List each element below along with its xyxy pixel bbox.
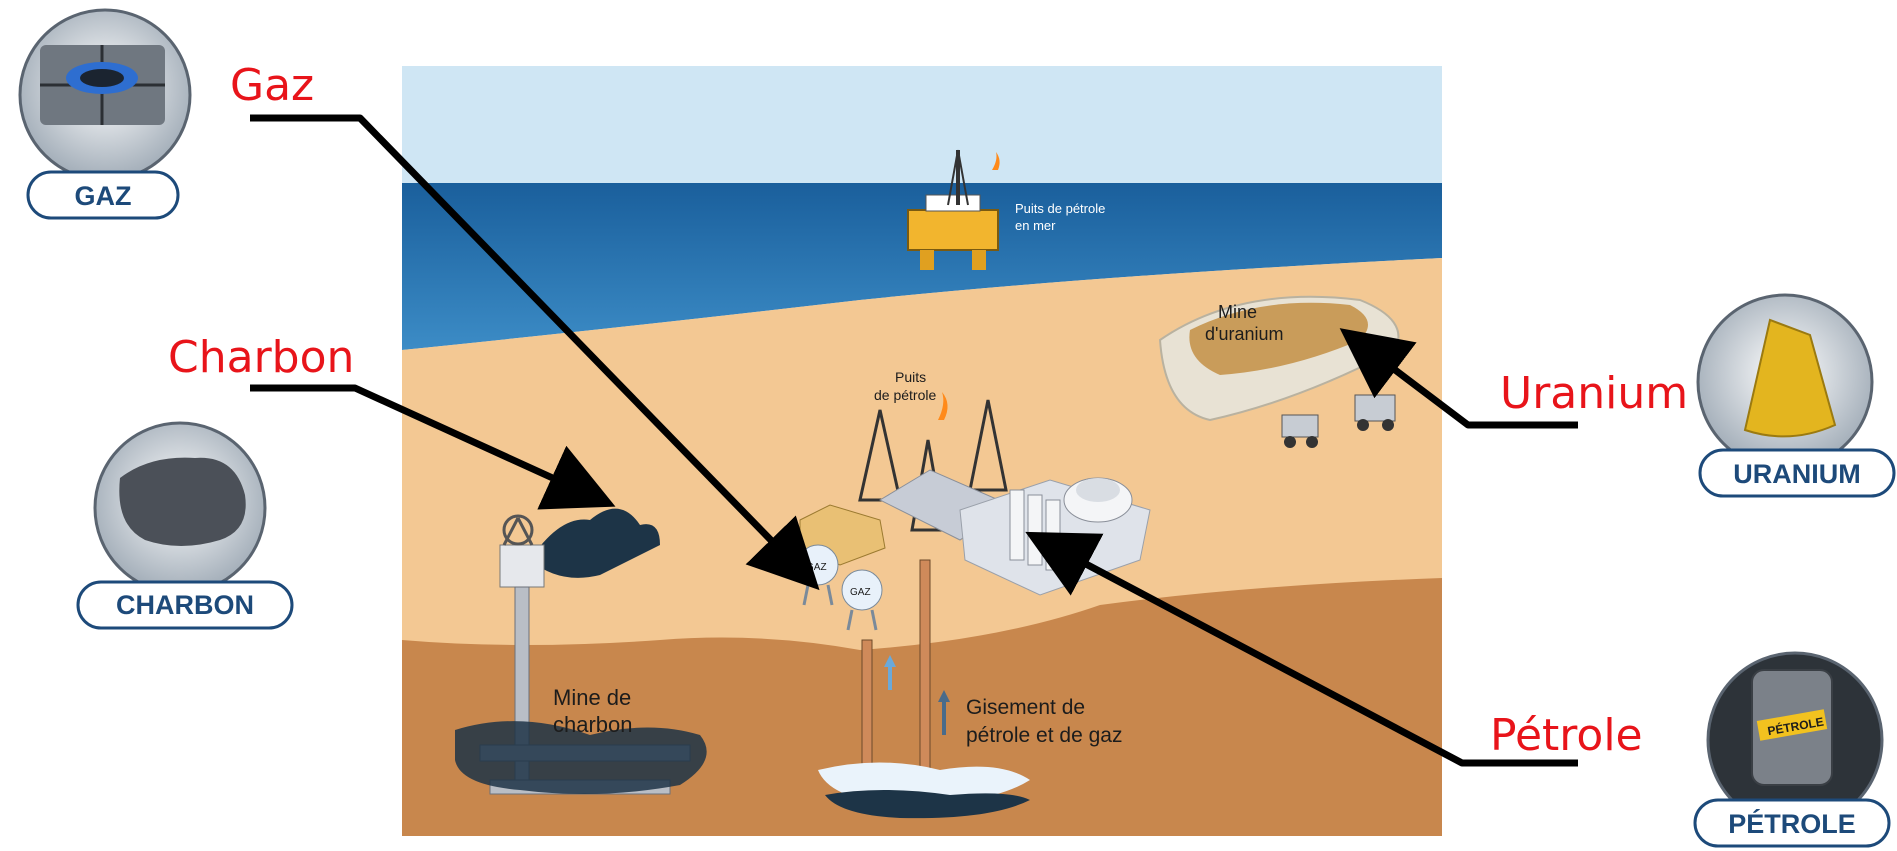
coal-pile: [499, 508, 660, 588]
charbon-badge-icon: [76, 421, 294, 630]
gaz-badge-label: GAZ: [75, 181, 132, 211]
uranium-mine-line2: d'uranium: [1205, 324, 1283, 344]
offshore-label-line2: en mer: [1015, 218, 1056, 233]
gas-tank-label-2: GAZ: [850, 587, 871, 598]
coal-mine-line1: Mine de: [553, 685, 631, 710]
deposit-line2: pétrole et de gaz: [966, 724, 1122, 747]
coal-mine: [455, 586, 707, 795]
coal-mine-line2: charbon: [553, 712, 633, 737]
label-petrole: Pétrole: [1490, 710, 1643, 761]
petrole-badge-icon: PÉTROLE: [1693, 651, 1891, 848]
label-gaz: Gaz: [230, 60, 314, 111]
oil-well-line1: Puits: [895, 369, 926, 385]
deposit-line1: Gisement de: [966, 696, 1085, 719]
label-charbon: Charbon: [168, 332, 354, 383]
offshore-platform: [907, 149, 1000, 270]
uranium-mine: [1158, 295, 1400, 448]
uranium-badge-icon: [1696, 293, 1896, 498]
arrow-uranium: [1339, 328, 1578, 429]
gas-tank-label-1: GAZ: [806, 562, 827, 573]
label-uranium: Uranium: [1500, 368, 1688, 419]
arrow-charbon: [250, 384, 616, 510]
uranium-badge-label: URANIUM: [1733, 459, 1861, 489]
well-pipes: [818, 559, 1030, 819]
gas-tank-2: GAZ: [841, 569, 883, 631]
illustration: Puits de pétrole en mer Mine d'uranium P…: [402, 66, 1442, 836]
charbon-badge-label: CHARBON: [116, 590, 254, 620]
uranium-mine-line1: Mine: [1218, 302, 1257, 322]
petrole-badge-label: PÉTROLE: [1728, 808, 1856, 839]
arrow-gaz: [250, 114, 820, 591]
oil-well-line2: de pétrole: [874, 387, 936, 403]
arrows: [250, 114, 1578, 767]
gaz-badge-icon: [18, 8, 192, 220]
offshore-label-line1: Puits de pétrole: [1015, 201, 1105, 216]
arrow-petrole: [1025, 531, 1578, 767]
